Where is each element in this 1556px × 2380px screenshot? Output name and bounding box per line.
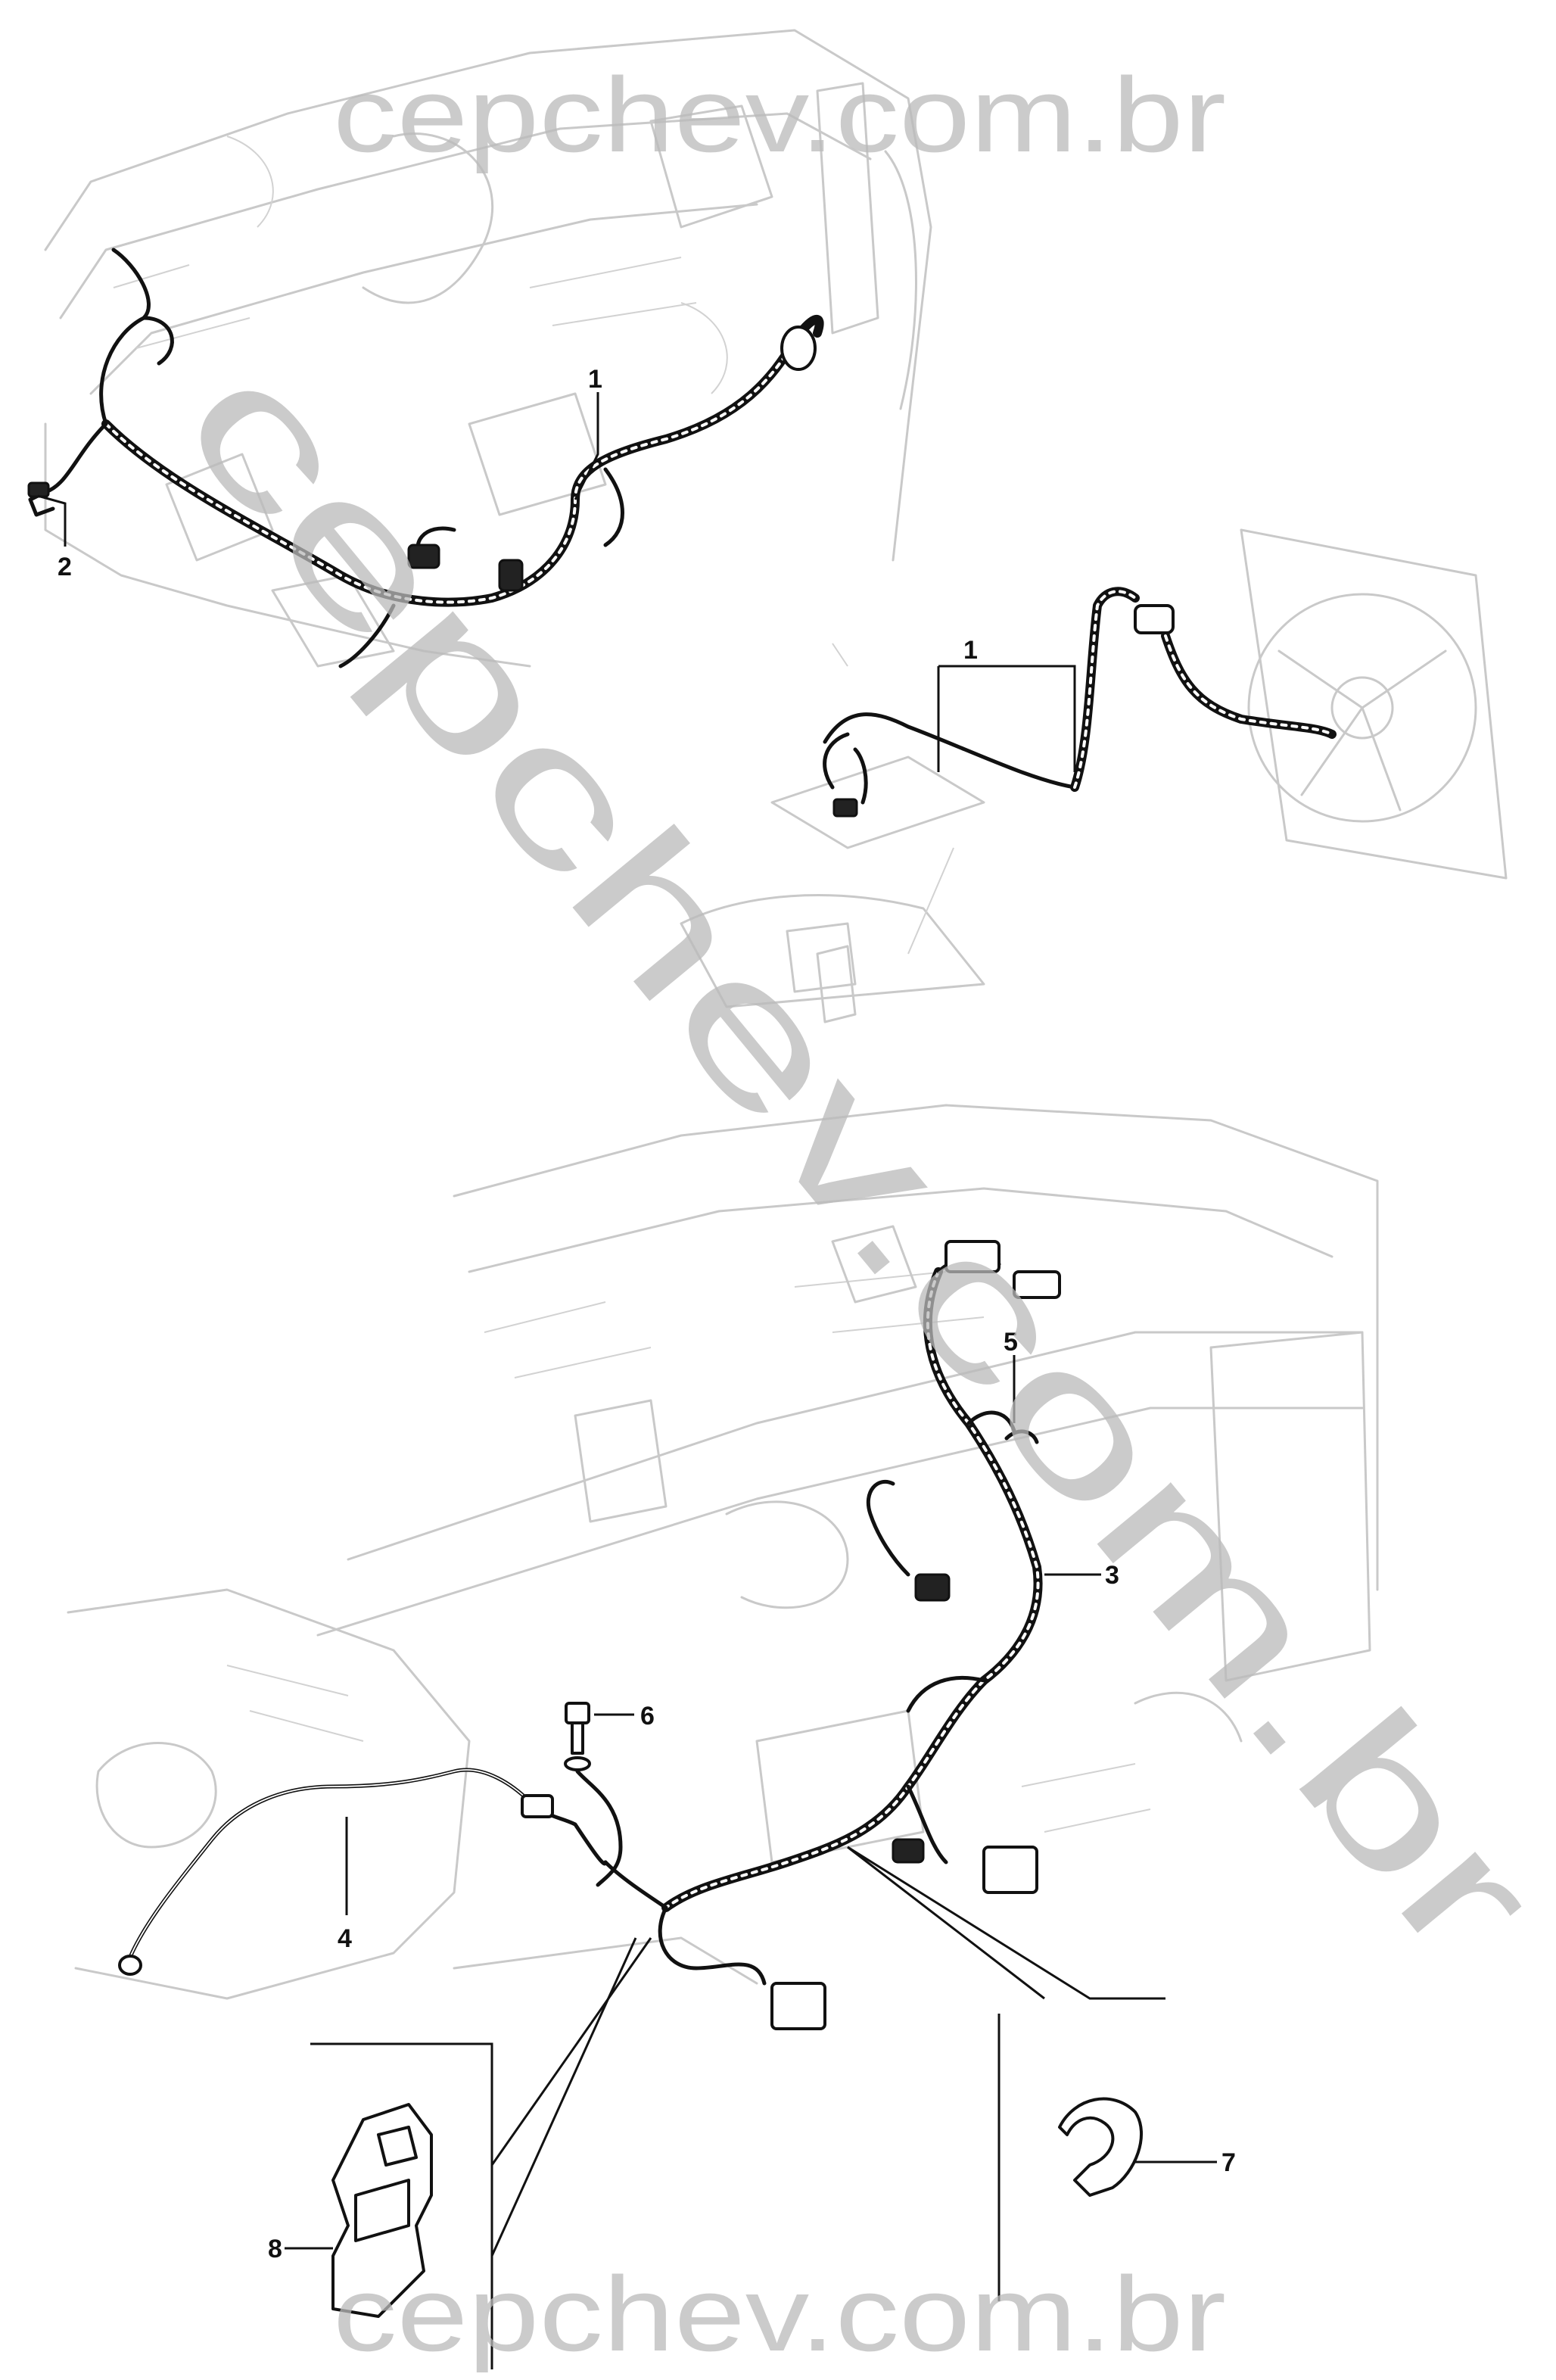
front-wiring-harness-lower bbox=[603, 1240, 1061, 2030]
callout-8: 8 bbox=[268, 2235, 282, 2263]
callout-5: 5 bbox=[1004, 1328, 1018, 1357]
callout-labels: 1 2 1 5 3 6 4 7 8 bbox=[58, 365, 1236, 2263]
harness-clip-item-5 bbox=[1004, 1429, 1039, 1444]
callout-1-inset: 1 bbox=[963, 636, 978, 665]
callout-2: 2 bbox=[58, 553, 72, 581]
engine-bay-background-upper bbox=[44, 29, 932, 668]
watermark-diagonal: cepchev.com.br bbox=[145, 319, 1556, 1996]
watermarks: cepchev.com.br cepchev.com.br cepchev.co… bbox=[145, 55, 1556, 2373]
inset-cooling-fan-and-harness bbox=[680, 528, 1508, 1023]
detail-leader-lines bbox=[310, 1846, 1165, 2369]
callout-6: 6 bbox=[640, 1702, 655, 1730]
callout-1-upper: 1 bbox=[588, 365, 602, 394]
callout-leaders bbox=[37, 392, 1217, 2250]
callout-3: 3 bbox=[1105, 1561, 1119, 1590]
ground-bolt-item-6 bbox=[564, 1702, 623, 1887]
callout-4: 4 bbox=[338, 1924, 352, 1953]
ground-lead-wire bbox=[118, 1768, 608, 1976]
harness-holder-item-8 bbox=[331, 2103, 433, 2318]
watermark-bottom: cepchev.com.br bbox=[333, 2254, 1226, 2373]
callout-7: 7 bbox=[1221, 2148, 1236, 2177]
watermark-top: cepchev.com.br bbox=[333, 55, 1226, 174]
engine-bay-background-lower bbox=[67, 1104, 1379, 2000]
main-wiring-harness-upper bbox=[43, 248, 824, 668]
band-clip-item-7 bbox=[1058, 2097, 1143, 2197]
